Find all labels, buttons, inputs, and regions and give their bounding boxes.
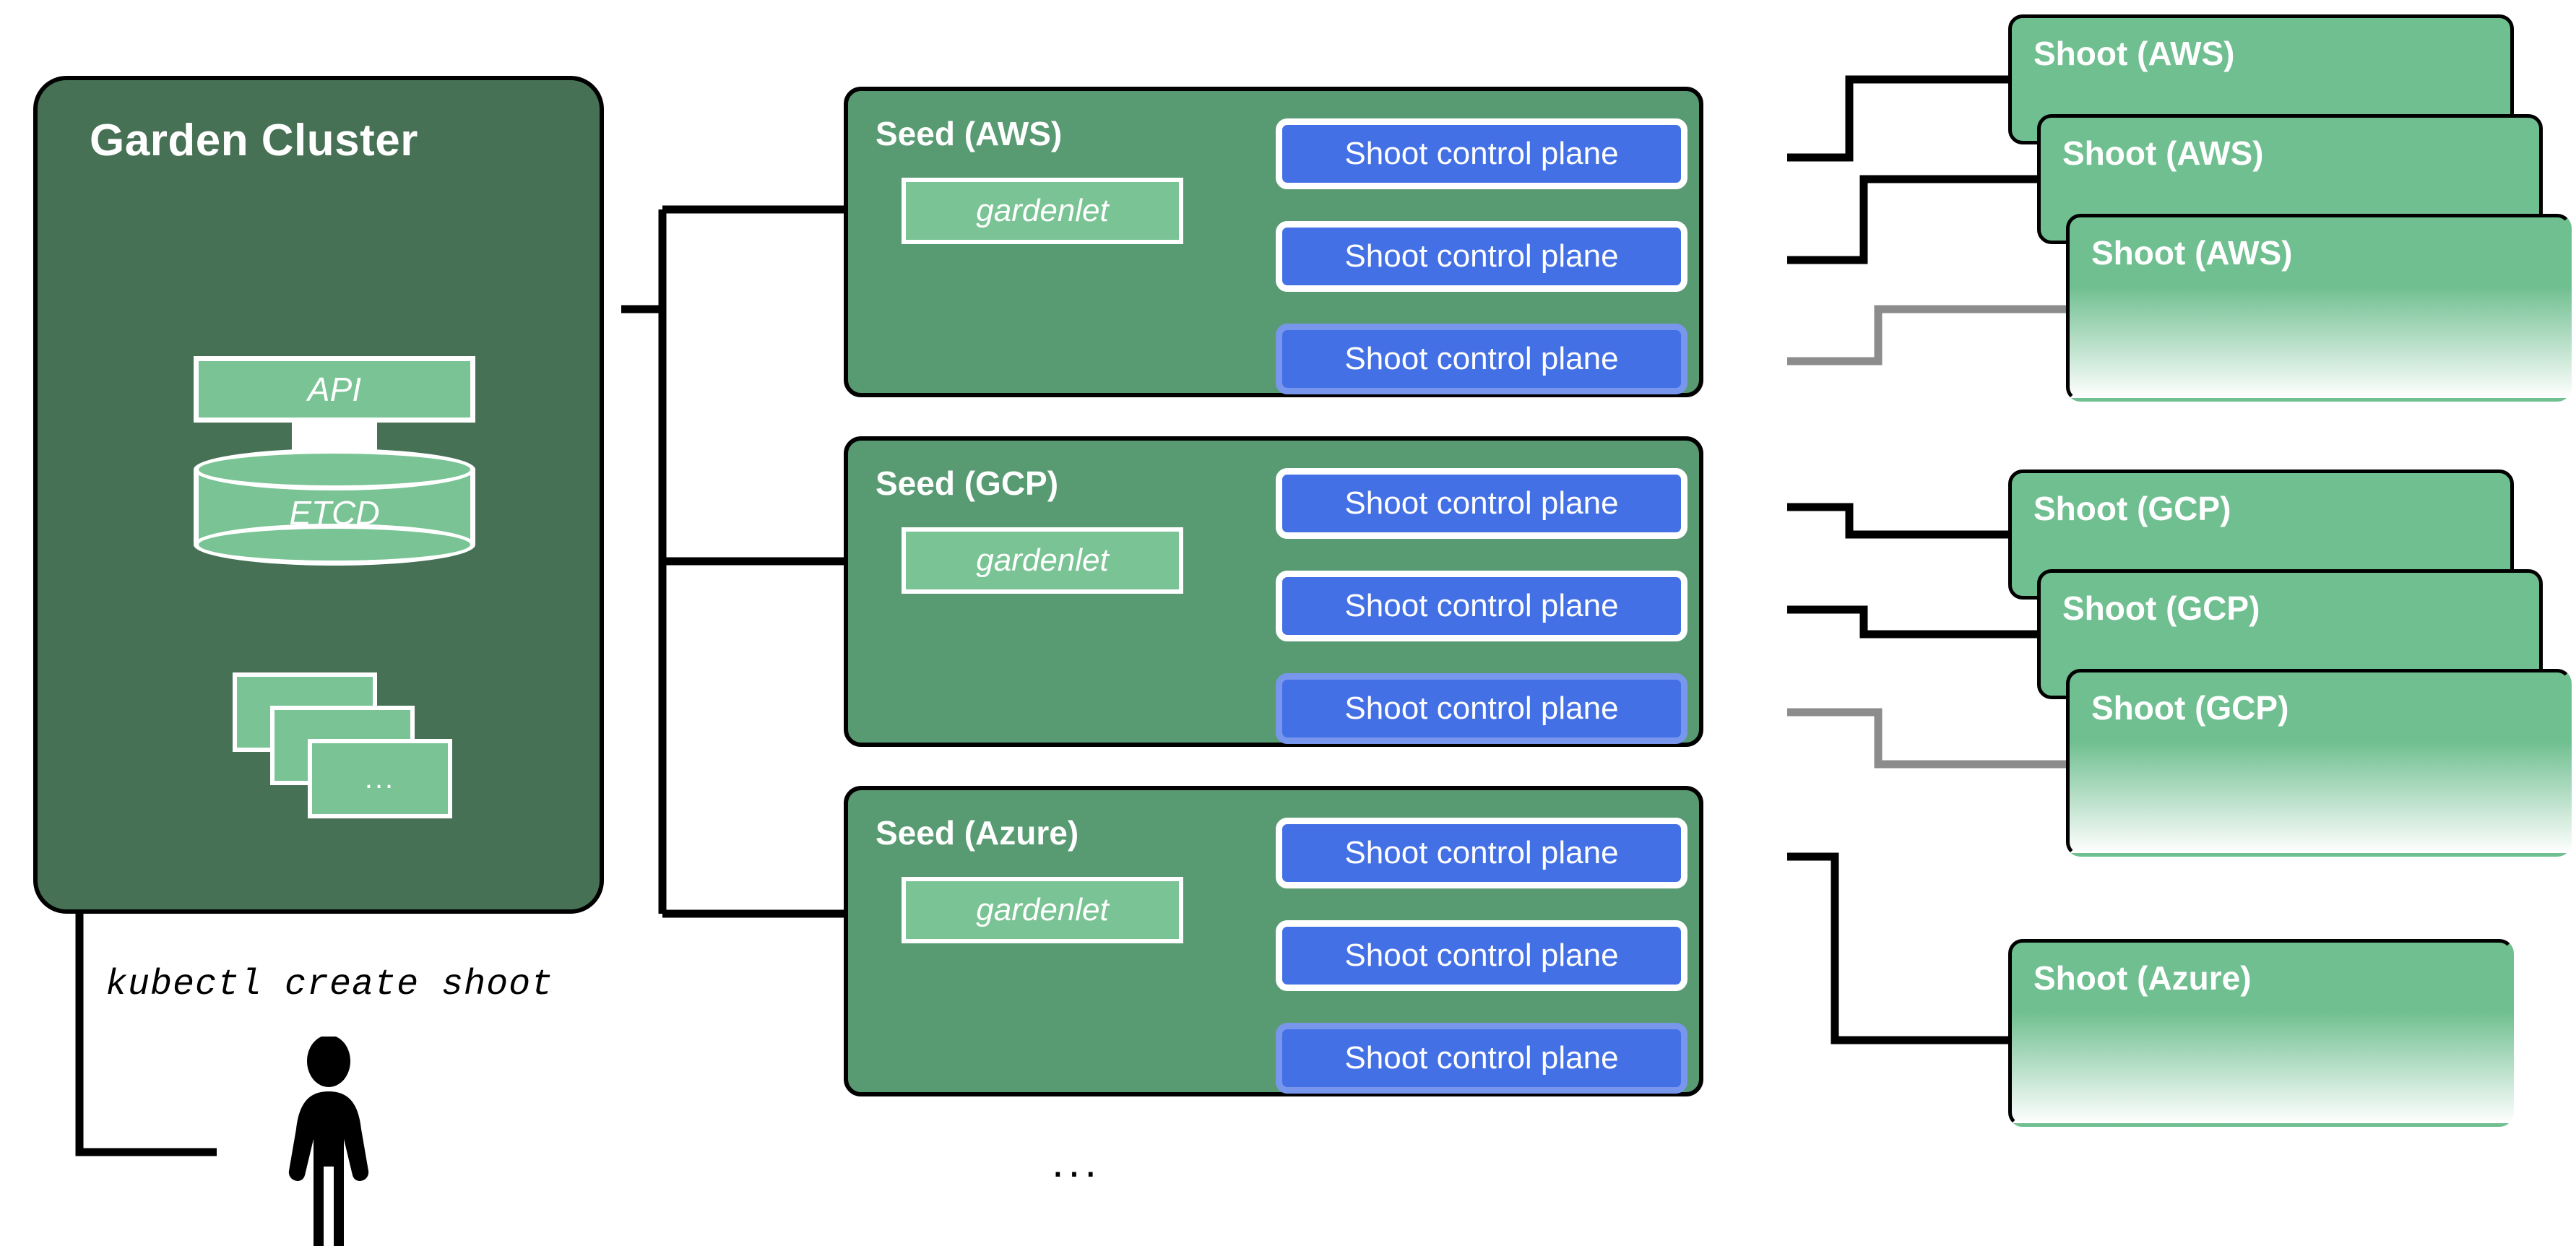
shoot-card-label: Shoot (GCP) (2033, 490, 2231, 527)
control-plane-label: Shoot control plane (1344, 835, 1619, 870)
shoot-control-plane-gcp-2[interactable]: Shoot control plane (1276, 571, 1687, 641)
shoot-card-label: Shoot (Azure) (2033, 959, 2252, 997)
shoot-card-gcp-3[interactable]: Shoot (GCP) (2066, 669, 2572, 857)
control-plane-label: Shoot control plane (1344, 588, 1619, 623)
shoot-card-label: Shoot (AWS) (2091, 234, 2293, 272)
shoot-card-label: Shoot (AWS) (2033, 35, 2235, 72)
gardenlet-gcp[interactable]: gardenlet (902, 527, 1183, 594)
shoot-resource-stack[interactable]: ... (233, 672, 464, 818)
shoot-card-label: Shoot (AWS) (2062, 134, 2264, 172)
shoot-control-plane-aws-2[interactable]: Shoot control plane (1276, 221, 1687, 292)
gardenlet-label-aws: gardenlet (976, 193, 1109, 228)
shoot-control-plane-azure-3[interactable]: Shoot control plane (1276, 1023, 1687, 1094)
api-label: API (307, 371, 362, 408)
resource-card-front: ... (308, 739, 452, 818)
azure-shoot-connectors (1708, 817, 2015, 1044)
seed-panel-aws[interactable]: Seed (AWS) gardenlet Shoot control plane… (844, 87, 1703, 397)
resource-stack-ellipsis: ... (364, 763, 396, 795)
shoot-control-plane-azure-1[interactable]: Shoot control plane (1276, 818, 1687, 888)
gardenlet-aws[interactable]: gardenlet (902, 178, 1183, 244)
shoot-control-plane-azure-2[interactable]: Shoot control plane (1276, 920, 1687, 991)
shoot-card-label: Shoot (GCP) (2091, 689, 2289, 727)
control-plane-label: Shoot control plane (1344, 691, 1619, 726)
gardenlet-azure[interactable]: gardenlet (902, 877, 1183, 943)
shoot-control-plane-gcp-3[interactable]: Shoot control plane (1276, 673, 1687, 744)
etcd-label: ETCD (289, 494, 380, 532)
etcd-component[interactable]: ETCD (194, 449, 475, 566)
control-plane-label: Shoot control plane (1344, 136, 1619, 171)
control-plane-label: Shoot control plane (1344, 485, 1619, 521)
more-seeds-ellipsis: ... (1051, 1138, 1101, 1186)
seed-title-gcp: Seed (GCP) (876, 464, 1059, 502)
control-plane-label: Shoot control plane (1344, 341, 1619, 376)
seed-panel-azure[interactable]: Seed (Azure) gardenlet Shoot control pla… (844, 786, 1703, 1096)
etcd-cylinder-top (194, 449, 475, 490)
api-component[interactable]: API (194, 356, 475, 423)
etcd-cylinder-bottom (194, 524, 475, 566)
seed-title-azure: Seed (Azure) (876, 814, 1079, 852)
shoot-card-aws-3[interactable]: Shoot (AWS) (2066, 214, 2572, 402)
shoot-control-plane-aws-1[interactable]: Shoot control plane (1276, 118, 1687, 189)
control-plane-label: Shoot control plane (1344, 938, 1619, 973)
seed-title-aws: Seed (AWS) (876, 115, 1063, 152)
shoot-control-plane-gcp-1[interactable]: Shoot control plane (1276, 468, 1687, 539)
shoot-card-azure-1[interactable]: Shoot (Azure) (2008, 939, 2514, 1127)
shoot-card-label: Shoot (GCP) (2062, 589, 2260, 627)
control-plane-label: Shoot control plane (1344, 1040, 1619, 1076)
control-plane-label: Shoot control plane (1344, 238, 1619, 274)
kubectl-command-label: kubectl create shoot (105, 964, 554, 1005)
seed-panel-gcp[interactable]: Seed (GCP) gardenlet Shoot control plane… (844, 436, 1703, 747)
user-icon (288, 1037, 369, 1246)
garden-cluster-title: Garden Cluster (90, 116, 418, 165)
gardenlet-label-gcp: gardenlet (976, 542, 1109, 578)
gardenlet-label-azure: gardenlet (976, 892, 1109, 927)
shoot-control-plane-aws-3[interactable]: Shoot control plane (1276, 324, 1687, 394)
garden-cluster-panel[interactable]: Garden Cluster API ETCD ... (33, 76, 604, 914)
